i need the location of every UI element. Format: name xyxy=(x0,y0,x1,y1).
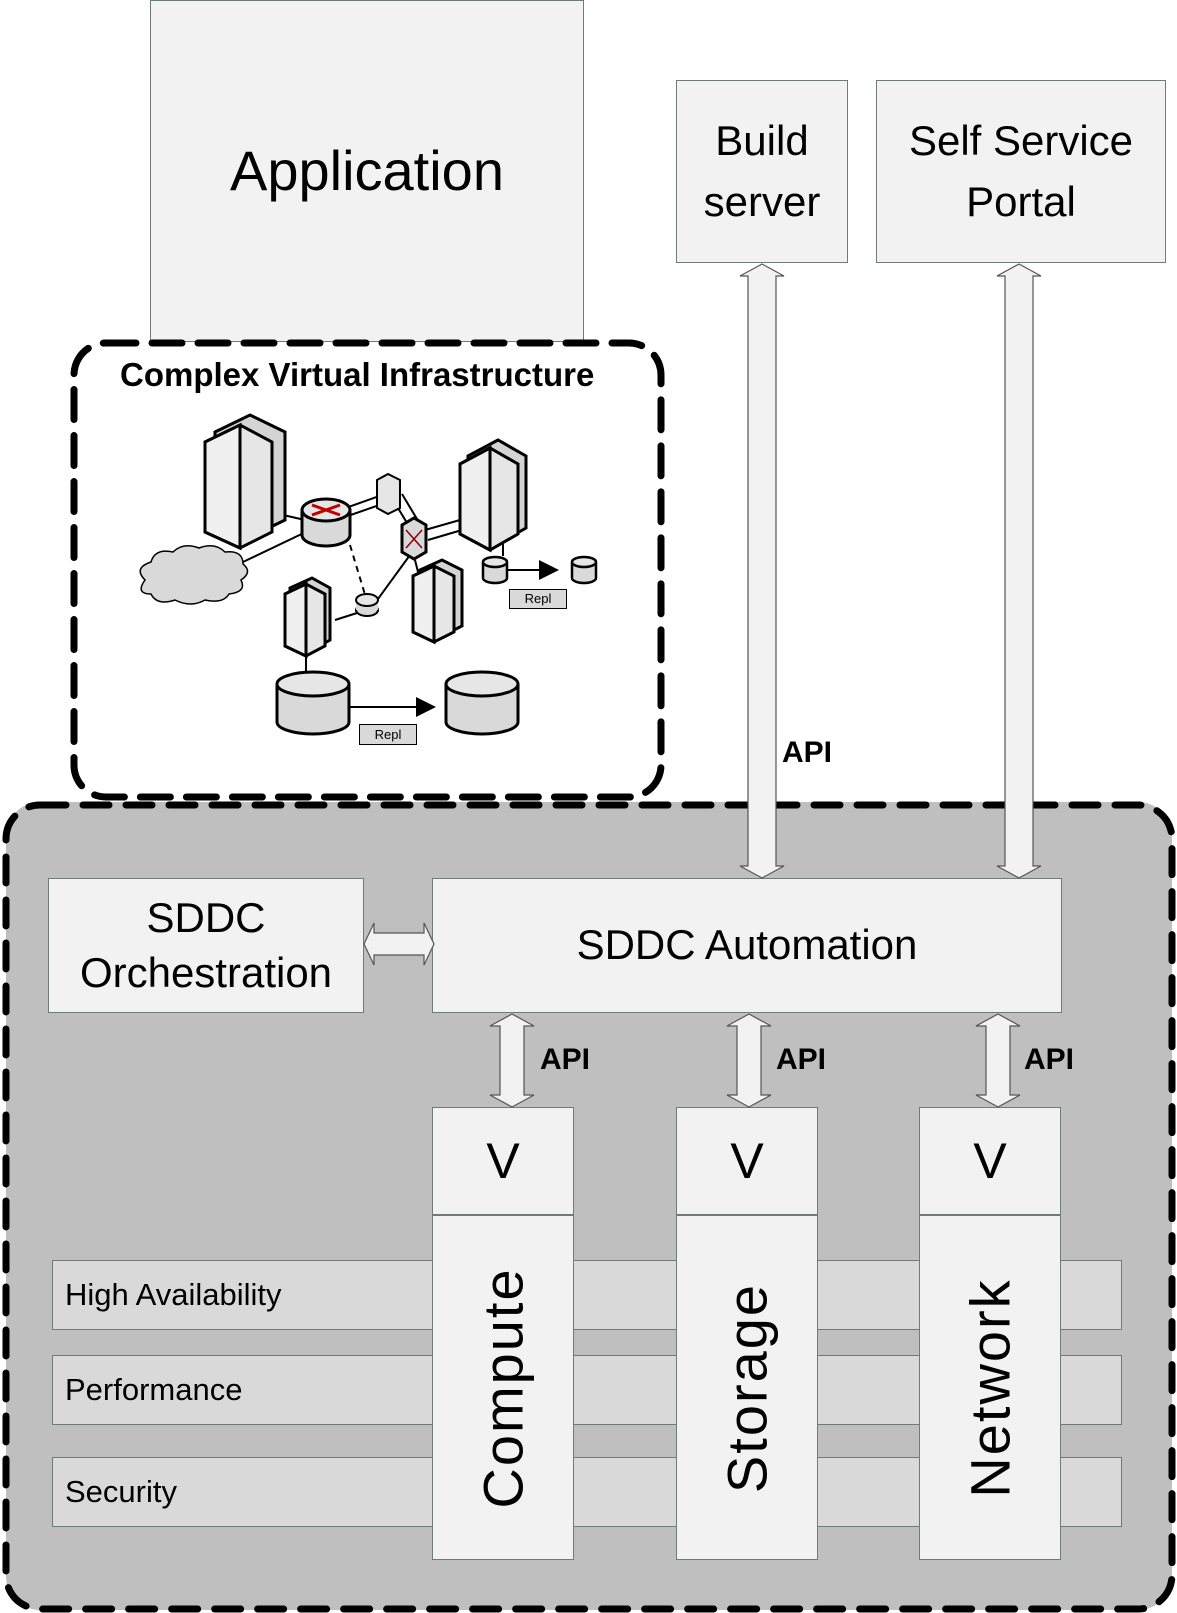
self-service-portal-line2: Portal xyxy=(966,177,1076,225)
application-label: Application xyxy=(230,139,504,203)
server-icon-1 xyxy=(203,413,287,551)
sddc-orchestration-box: SDDC Orchestration xyxy=(48,878,364,1013)
database-icon-small-1 xyxy=(481,555,509,585)
sddc-automation-box: SDDC Automation xyxy=(432,878,1062,1013)
band-label: Performance xyxy=(65,1372,243,1407)
repl-label-large: Repl xyxy=(359,724,417,745)
build-server-line2: server xyxy=(703,177,821,225)
compute-api-arrow xyxy=(489,1013,535,1108)
api-label-compute: API xyxy=(540,1043,591,1076)
complex-infra-title: Complex Virtual Infrastructure xyxy=(120,356,595,393)
compute-v-box: V xyxy=(432,1107,574,1215)
database-icon-small-2 xyxy=(570,555,598,585)
small-router-icon xyxy=(355,593,379,617)
band-label: High Availability xyxy=(65,1277,282,1312)
storage-api-arrow xyxy=(726,1013,772,1108)
orchestration-automation-arrow xyxy=(363,922,435,966)
repl-label-small: Repl xyxy=(509,589,567,609)
self-service-portal-line1: Self Service xyxy=(908,116,1134,164)
sddc-dashed-border xyxy=(2,801,1176,1613)
build-server-line1: Build xyxy=(715,116,809,164)
server-icon-4 xyxy=(411,558,464,645)
database-icon-large-1 xyxy=(275,670,351,736)
complex-infra-dashed-border xyxy=(70,339,665,801)
database-icon-large-2 xyxy=(444,670,520,736)
server-icon-2 xyxy=(458,438,528,553)
compute-pillar: Compute xyxy=(432,1215,574,1560)
network-v-label: V xyxy=(973,1133,1007,1189)
self-service-portal-box: Self Service Portal xyxy=(876,80,1166,263)
network-api-arrow xyxy=(975,1013,1021,1108)
api-label-external: API xyxy=(782,736,833,769)
small-server-icon xyxy=(376,472,401,516)
band-label: Security xyxy=(65,1474,177,1509)
network-pillar: Network xyxy=(919,1215,1061,1560)
portal-api-arrow xyxy=(996,263,1042,879)
switch-icon xyxy=(400,516,428,561)
sddc-automation-label: SDDC Automation xyxy=(576,921,918,969)
api-label-network: API xyxy=(1024,1043,1075,1076)
storage-v-label: V xyxy=(730,1133,764,1189)
network-v-box: V xyxy=(919,1107,1061,1215)
storage-v-box: V xyxy=(676,1107,818,1215)
build-server-box: Build server xyxy=(676,80,848,263)
router-icon xyxy=(300,497,352,548)
storage-pillar: Storage xyxy=(676,1215,818,1560)
server-icon-3 xyxy=(283,576,332,659)
compute-v-label: V xyxy=(486,1133,520,1189)
sddc-orchestration-line1: SDDC xyxy=(146,893,266,941)
cloud-icon xyxy=(139,545,249,605)
build-server-api-arrow xyxy=(739,263,785,879)
sddc-orchestration-line2: Orchestration xyxy=(79,948,333,996)
api-label-storage: API xyxy=(776,1043,827,1076)
application-box: Application xyxy=(150,0,584,342)
